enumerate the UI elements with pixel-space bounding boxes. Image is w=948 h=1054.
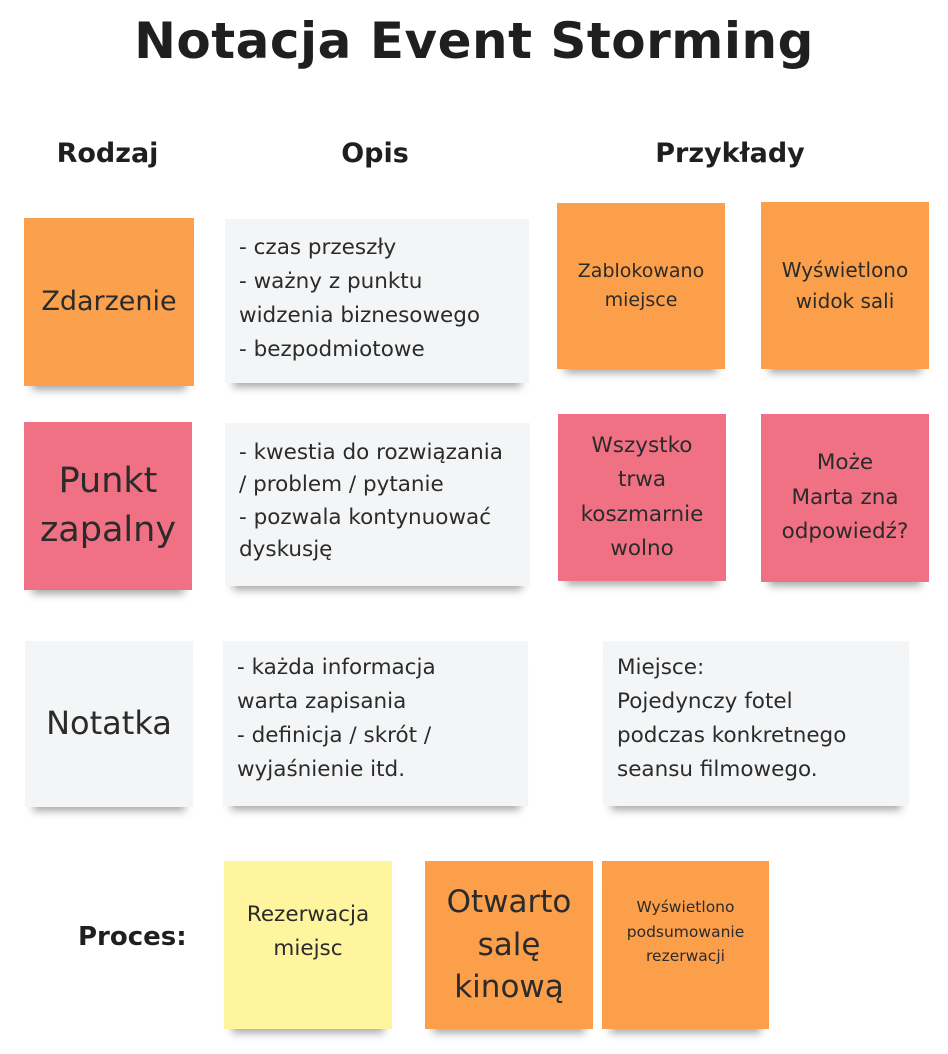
- event-example-2: Wyświetlono widok sali: [761, 202, 929, 369]
- note-example-text: Miejsce: Pojedynczy fotel podczas konkre…: [617, 655, 847, 782]
- hotspot-example-1: Wszystko trwa koszmarnie wolno: [558, 414, 726, 581]
- event-desc-text: - czas przeszły - ważny z punktu widzeni…: [239, 235, 481, 362]
- process-item-1-text: Rezerwacja miejsc: [246, 901, 370, 961]
- process-event-sticky-2: Wyświetlono podsumowanie rezerwacji: [602, 861, 769, 1029]
- note-desc-sticky: - każda informacja warta zapisania - def…: [223, 641, 528, 806]
- process-event-sticky-1: Otwarto salę kinową: [425, 861, 593, 1029]
- hotspot-example-1-text: Wszystko trwa koszmarnie wolno: [580, 432, 704, 561]
- process-item-2-text: Otwarto salę kinową: [446, 884, 572, 1006]
- event-example-2-text: Wyświetlono widok sali: [781, 257, 909, 313]
- process-label: Proces:: [78, 922, 187, 952]
- header-desc: Opis: [341, 138, 409, 169]
- event-example-1-text: Zablokowano miejsce: [577, 259, 705, 311]
- header-kind: Rodzaj: [56, 138, 159, 169]
- hotspot-desc-text: - kwestia do rozwiązania / problem / pyt…: [239, 440, 503, 562]
- event-kind-sticky: Zdarzenie: [24, 218, 194, 386]
- hotspot-kind-label: Punkt zapalny: [39, 461, 177, 550]
- note-desc-text: - każda informacja warta zapisania - def…: [237, 655, 436, 782]
- note-kind-sticky: Notatka: [25, 641, 193, 807]
- note-example: Miejsce: Pojedynczy fotel podczas konkre…: [603, 641, 909, 806]
- header-examples: Przykłady: [655, 138, 805, 169]
- event-example-1: Zablokowano miejsce: [557, 203, 725, 369]
- hotspot-desc-sticky: - kwestia do rozwiązania / problem / pyt…: [225, 423, 530, 586]
- hotspot-example-2: Może Marta zna odpowiedź?: [761, 414, 929, 582]
- note-kind-label: Notatka: [46, 704, 172, 743]
- page-title: Notacja Event Storming: [134, 12, 814, 70]
- event-kind-label: Zdarzenie: [41, 286, 177, 318]
- hotspot-example-2-text: Może Marta zna odpowiedź?: [781, 450, 909, 545]
- process-item-3-text: Wyświetlono podsumowanie rezerwacji: [626, 897, 745, 966]
- event-desc-sticky: - czas przeszły - ważny z punktu widzeni…: [225, 219, 529, 383]
- hotspot-kind-sticky: Punkt zapalny: [24, 422, 192, 590]
- process-command-sticky: Rezerwacja miejsc: [224, 861, 392, 1029]
